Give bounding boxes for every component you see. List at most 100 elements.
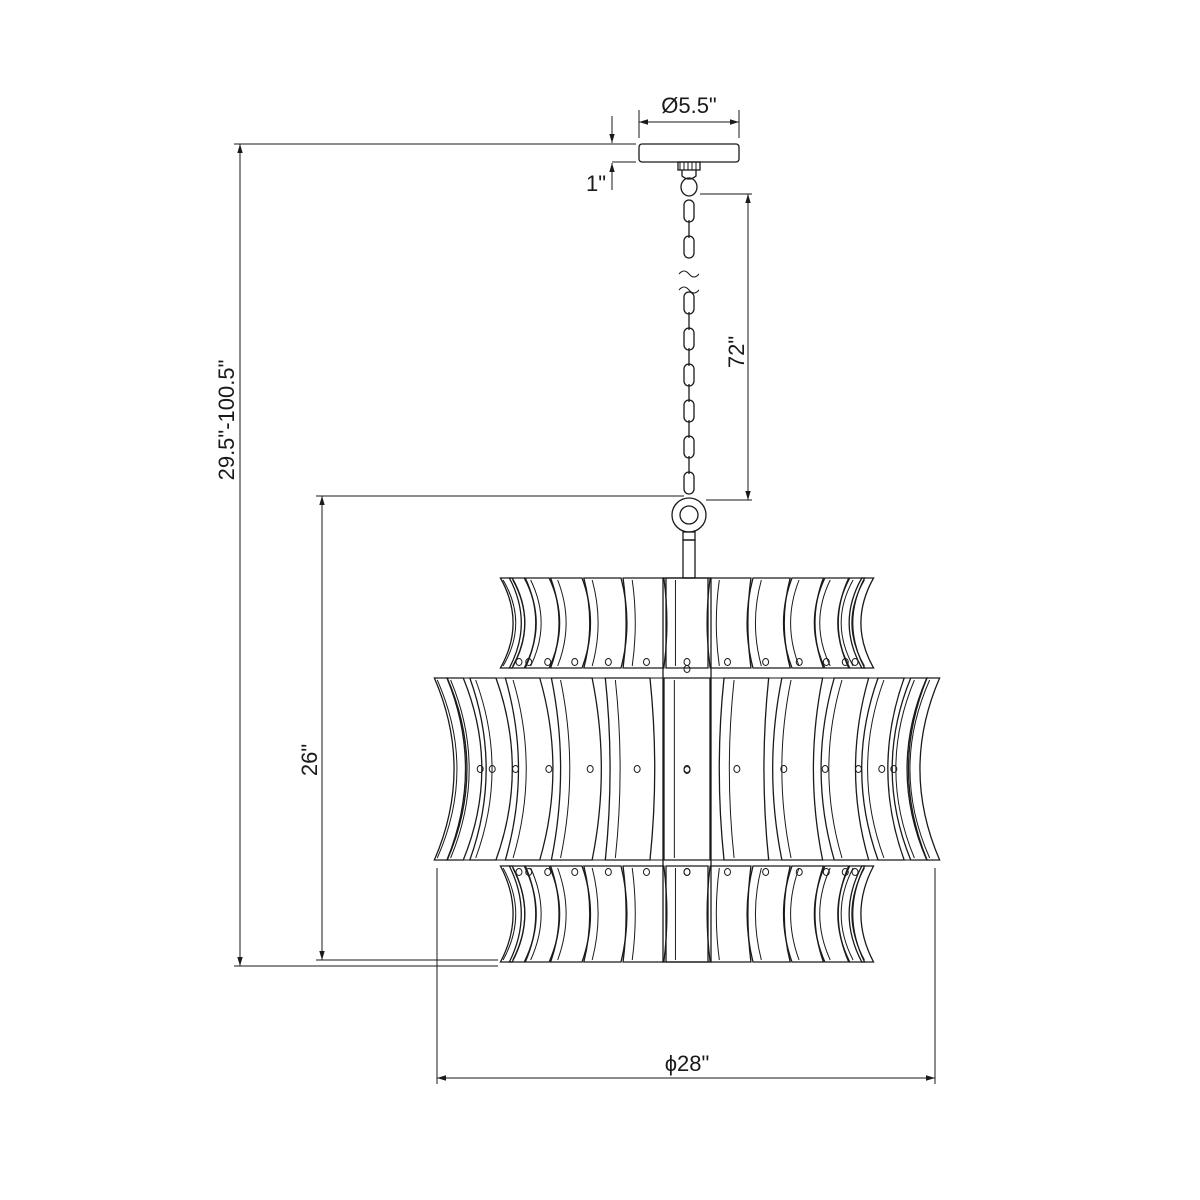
- shade-fin-edge: [450, 679, 470, 859]
- chain-link: [683, 435, 695, 459]
- shade-fin-edge: [631, 867, 636, 961]
- fin-bolt: [683, 868, 691, 876]
- fin-bolt: [571, 868, 579, 876]
- chain-link: [683, 199, 695, 223]
- shade-fin: [706, 865, 752, 963]
- chain: [678, 199, 700, 495]
- dimension-fixture-height: 26": [297, 495, 684, 961]
- shade-fin-edge: [557, 867, 567, 961]
- shade-fin: [622, 577, 668, 669]
- chain-link: [683, 291, 695, 315]
- fin-bolt: [683, 658, 691, 666]
- shade-fin-edge: [790, 867, 800, 961]
- canopy-diameter-label: Ø5.5": [661, 93, 717, 118]
- shade-fin-edge: [502, 579, 517, 667]
- shade-fin: [848, 577, 875, 669]
- shade-fin: [549, 865, 592, 963]
- fin-bolt: [724, 658, 732, 666]
- fin-bolt: [642, 868, 650, 876]
- fin-bolt: [854, 765, 862, 773]
- shade-fin-edge: [436, 679, 458, 859]
- shade-fin-edge: [512, 867, 526, 961]
- shade-fin: [549, 577, 592, 669]
- shade-fin-edge: [530, 579, 542, 667]
- shade-fin: [550, 677, 602, 861]
- fin-bolt: [476, 765, 484, 773]
- shade-fin: [665, 865, 709, 963]
- shade-fin: [746, 865, 792, 963]
- shade-fin-edge: [790, 579, 800, 667]
- shade-fin: [622, 865, 668, 963]
- dimension-canopy-height: 1": [586, 116, 636, 196]
- fin-bolt: [795, 868, 803, 876]
- shade-fin-edge: [895, 679, 915, 859]
- fin-bolt: [821, 765, 829, 773]
- fin-bolt: [571, 658, 579, 666]
- shade-fin-edge: [475, 679, 493, 859]
- shade-fin-edge: [715, 867, 720, 961]
- shade-fin-edge: [502, 867, 517, 961]
- fin-bolt: [633, 765, 641, 773]
- fin-bolt: [822, 868, 830, 876]
- fixture-diameter-label: ϕ28": [665, 1051, 710, 1076]
- fin-bolt: [544, 868, 552, 876]
- fixture-height-label: 26": [297, 744, 322, 776]
- shade-fin-edge: [828, 679, 843, 859]
- shade-fin-edge: [781, 679, 792, 859]
- chain-link: [683, 471, 695, 495]
- fin-bolt: [780, 765, 788, 773]
- shade-fin-edge: [840, 579, 854, 667]
- chain-link: [683, 327, 695, 351]
- chain-link: [683, 363, 695, 387]
- shade-fin: [582, 865, 628, 963]
- shade-fin-edge: [754, 579, 762, 667]
- fin-bolt: [545, 765, 553, 773]
- shade-fin-edge: [819, 579, 831, 667]
- chain-link: [683, 399, 695, 423]
- dimension-overall-height: 29.5"-100.5": [214, 143, 636, 967]
- overall-height-label: 29.5"-100.5": [214, 360, 239, 481]
- hanging-loop: [671, 497, 707, 579]
- shade-fin-edge: [867, 679, 885, 859]
- shade-fin-edge: [614, 679, 621, 859]
- pendant-shade: [433, 577, 941, 963]
- shade-fin: [604, 677, 656, 861]
- fin-bolt: [544, 658, 552, 666]
- fin-bolt: [822, 658, 830, 666]
- fin-bolt: [515, 658, 523, 666]
- fin-bolt: [642, 658, 650, 666]
- fin-bolt: [851, 658, 859, 666]
- shade-fin-edge: [591, 867, 599, 961]
- shade-fin: [706, 577, 752, 669]
- shade-fin: [718, 677, 770, 861]
- chain-break: [678, 270, 700, 278]
- shade-fin: [582, 577, 628, 669]
- fin-bolt: [683, 665, 691, 673]
- fin-bolt: [762, 658, 770, 666]
- canopy: [638, 143, 740, 197]
- fin-bolt: [512, 765, 520, 773]
- shade-fin: [772, 677, 824, 861]
- fin-bolt: [890, 765, 898, 773]
- shade-fin-edge: [560, 679, 571, 859]
- dimension-canopy-diameter: Ø5.5": [638, 93, 740, 138]
- shade-fin: [665, 577, 709, 669]
- shade-fin-edge: [715, 579, 720, 667]
- fin-bolt: [586, 765, 594, 773]
- chain-link: [683, 235, 695, 259]
- shade-fin-edge: [728, 679, 735, 859]
- shade-fin-edge: [557, 579, 567, 667]
- chain-length-label: 72": [724, 336, 749, 368]
- shade-fin: [782, 865, 825, 963]
- shade-spine: [662, 577, 712, 963]
- shade-fin-edge: [512, 579, 526, 667]
- shade-fin-edge: [840, 867, 854, 961]
- shade-fin: [468, 677, 513, 861]
- fin-bolt: [762, 868, 770, 876]
- fin-bolt: [683, 766, 691, 774]
- chain-break: [678, 286, 700, 294]
- shade-fin: [433, 677, 468, 861]
- fin-bolt: [795, 658, 803, 666]
- fin-bolt: [851, 868, 859, 876]
